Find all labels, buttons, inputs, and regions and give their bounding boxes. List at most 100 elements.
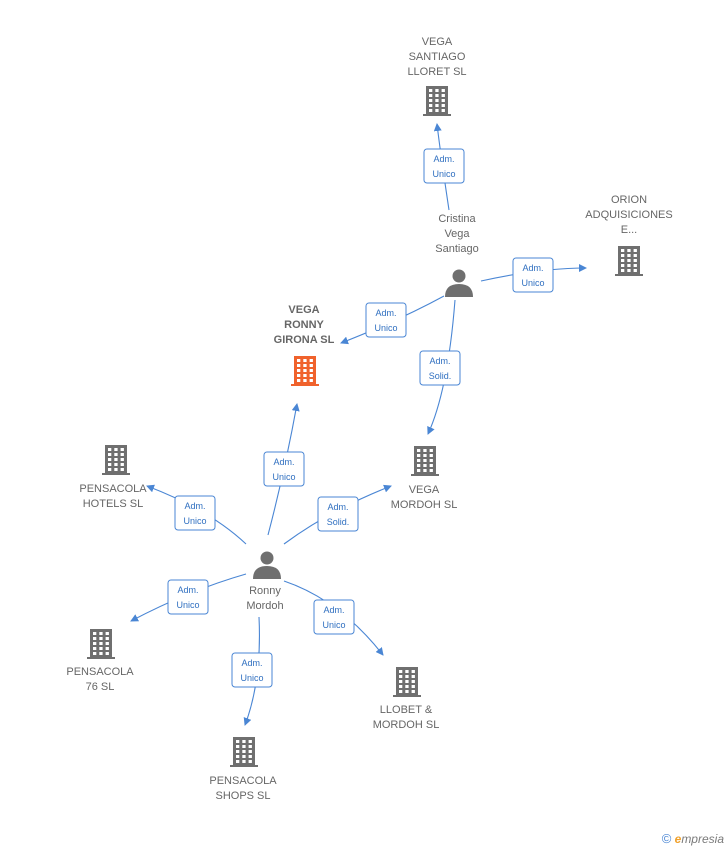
node-pensacola_76[interactable]: PENSACOLA 76 SL <box>66 629 134 693</box>
company-name[interactable]: PENSACOLA HOTELS SL <box>79 483 147 510</box>
edge-ronny-to-pensacola_shops: Adm. Unico <box>231 616 273 726</box>
node-label-line: ADQUISICIONES <box>585 209 672 221</box>
edge-ronny-to-pensacola_hotels: Adm. Unico <box>146 484 247 545</box>
role-badge[interactable]: Adm. Unico <box>365 302 407 338</box>
node-pensacola_shops[interactable]: PENSACOLA SHOPS SL <box>209 737 277 802</box>
node-label-line: Mordoh <box>246 600 283 612</box>
role-badge-text: Adm. <box>327 502 348 512</box>
role-badge-text: Adm. <box>184 501 205 511</box>
edge-cristina-to-vega_mordoh: Adm. Solid. <box>419 299 461 435</box>
role-badge-box <box>317 496 359 532</box>
role-badge-text: Adm. <box>323 605 344 615</box>
building-icon <box>230 737 258 767</box>
company-name[interactable]: LLOBET & MORDOH SL <box>373 704 440 731</box>
node-label-line: MORDOH SL <box>373 719 440 731</box>
role-badge[interactable]: Adm. Unico <box>423 148 465 184</box>
edge-ronny-to-vega_mordoh: Adm. Solid. <box>283 484 392 545</box>
role-badge[interactable]: Adm.Unico <box>512 257 554 293</box>
node-label-line: E... <box>621 224 638 236</box>
role-badge[interactable]: Adm. Solid. <box>419 350 461 386</box>
node-label-line: ORION <box>611 194 647 206</box>
building-icon <box>102 445 130 475</box>
node-label-line: HOTELS SL <box>83 498 144 510</box>
node-label-line: SHOPS SL <box>215 790 270 802</box>
role-badge[interactable]: Adm. Unico <box>174 495 216 531</box>
node-orion[interactable]: ORION ADQUISICIONES E... <box>585 194 673 276</box>
role-badge[interactable]: Adm. Unico <box>167 579 209 615</box>
role-badge-text: Adm. <box>177 585 198 595</box>
role-badge-text: Unico <box>240 673 263 683</box>
role-badge-text: Adm. <box>273 457 294 467</box>
role-badge-box <box>167 579 209 615</box>
building-icon <box>291 356 319 386</box>
role-badge-text: Adm. <box>241 658 262 668</box>
edge-ronny-to-llobet_mordoh: Adm. Unico <box>283 580 384 656</box>
building-icon <box>423 86 451 116</box>
building-icon <box>411 446 439 476</box>
role-badge-box <box>423 148 465 184</box>
role-badge-text: Unico <box>176 600 199 610</box>
building-icon <box>87 629 115 659</box>
node-label-line: LLOBET & <box>380 704 433 716</box>
role-badge[interactable]: Adm. Unico <box>313 599 355 635</box>
node-label-line: Vega <box>444 228 470 240</box>
node-label-line: GIRONA SL <box>274 334 335 346</box>
role-badge-box <box>231 652 273 688</box>
footer-brand: © empresia <box>662 831 724 846</box>
node-llobet_mordoh[interactable]: LLOBET & MORDOH SL <box>373 667 440 731</box>
role-badge-text: Unico <box>432 169 455 179</box>
role-badge-box <box>419 350 461 386</box>
role-badge-text: Unico <box>183 516 206 526</box>
role-badge[interactable]: Adm.Unico <box>263 451 305 487</box>
role-badge-text: Adm. <box>375 308 396 318</box>
node-label-line: LLORET SL <box>407 66 466 78</box>
person-icon <box>445 269 473 297</box>
node-label-line: PENSACOLA <box>66 666 134 678</box>
edge-ronny-to-pensacola_76: Adm. Unico <box>130 573 247 622</box>
company-name[interactable]: ORION ADQUISICIONES E... <box>585 194 672 236</box>
role-badge-box <box>174 495 216 531</box>
node-label-line: Cristina <box>438 213 476 225</box>
node-pensacola_hotels[interactable]: PENSACOLA HOTELS SL <box>79 445 147 510</box>
role-badge-text: Adm. <box>433 154 454 164</box>
role-badge-text: Unico <box>521 278 544 288</box>
node-label-line: VEGA <box>422 36 453 48</box>
role-badge[interactable]: Adm. Unico <box>231 652 273 688</box>
edge-ronny-to-vega_ronny_girona: Adm.Unico <box>263 403 305 536</box>
role-badge-text: Adm. <box>429 356 450 366</box>
node-label-line: PENSACOLA <box>79 483 147 495</box>
role-badge-text: Unico <box>322 620 345 630</box>
edges-layer: Adm.UnicoAdm.UnicoAdm.UnicoAdm.Solid.Adm… <box>130 123 587 726</box>
company-name[interactable]: PENSACOLA 76 SL <box>66 666 134 693</box>
node-label-line: PENSACOLA <box>209 775 277 787</box>
role-badge-text: Unico <box>374 323 397 333</box>
brand-initial: e <box>674 832 682 846</box>
role-badge-box <box>512 257 554 293</box>
edge-cristina-to-vega_ronny_girona: Adm. Unico <box>340 295 445 345</box>
role-badge-text: Solid. <box>429 371 452 381</box>
role-badge[interactable]: Adm. Solid. <box>317 496 359 532</box>
person-icon <box>253 551 281 579</box>
role-badge-box <box>263 451 305 487</box>
company-name[interactable]: PENSACOLA SHOPS SL <box>209 775 277 802</box>
role-badge-text: Solid. <box>327 517 350 527</box>
node-label-line: Ronny <box>249 585 281 597</box>
node-label-line: 76 SL <box>86 681 115 693</box>
edge-cristina-to-orion: Adm.Unico <box>480 257 587 293</box>
brand-name: mpresia <box>681 832 724 846</box>
node-label-line: VEGA <box>288 304 319 316</box>
copyright-icon: © <box>661 831 672 846</box>
building-icon <box>393 667 421 697</box>
